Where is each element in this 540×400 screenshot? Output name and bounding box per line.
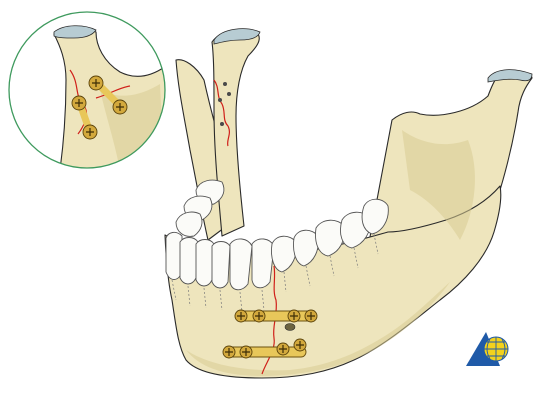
left-condyle <box>211 30 260 237</box>
screw-icon <box>82 124 98 140</box>
screw-icon <box>304 309 318 323</box>
screw-icon <box>239 345 253 359</box>
left-condyle-cartilage <box>213 28 261 45</box>
tooth <box>229 238 253 291</box>
teeth-row <box>165 179 389 313</box>
mental-foramen <box>284 323 296 331</box>
tooth <box>251 238 275 289</box>
globe-triangle-logo-icon <box>466 332 509 366</box>
screw-icon <box>234 309 248 323</box>
condylar-fracture-line <box>213 79 231 147</box>
tooth <box>315 219 345 257</box>
ramus-shading <box>402 130 475 240</box>
right-condyle-cartilage <box>487 69 533 83</box>
lower-plate <box>222 338 307 359</box>
tooth <box>175 211 203 237</box>
upper-plate <box>234 309 318 323</box>
screw-holes <box>218 82 231 126</box>
magnified-inset <box>8 11 166 169</box>
screw-icon <box>252 309 266 323</box>
bone-shading <box>186 282 450 376</box>
tooth <box>179 237 199 285</box>
inset-plate-lower <box>71 95 98 140</box>
mandible <box>164 28 533 379</box>
screw-icon <box>293 338 307 352</box>
screw-icon <box>88 75 104 91</box>
tooth <box>271 235 297 273</box>
inset-border <box>8 11 166 169</box>
screw-icon <box>112 99 128 115</box>
screw-icon <box>287 309 301 323</box>
tooth <box>211 241 231 289</box>
tooth <box>195 239 215 287</box>
tooth <box>361 198 389 235</box>
inset-plate-upper <box>88 75 128 115</box>
inset-cartilage <box>53 25 97 39</box>
screw-icon <box>71 95 87 111</box>
tooth <box>293 229 319 267</box>
screw-icon <box>276 342 290 356</box>
screw-icon <box>222 345 236 359</box>
